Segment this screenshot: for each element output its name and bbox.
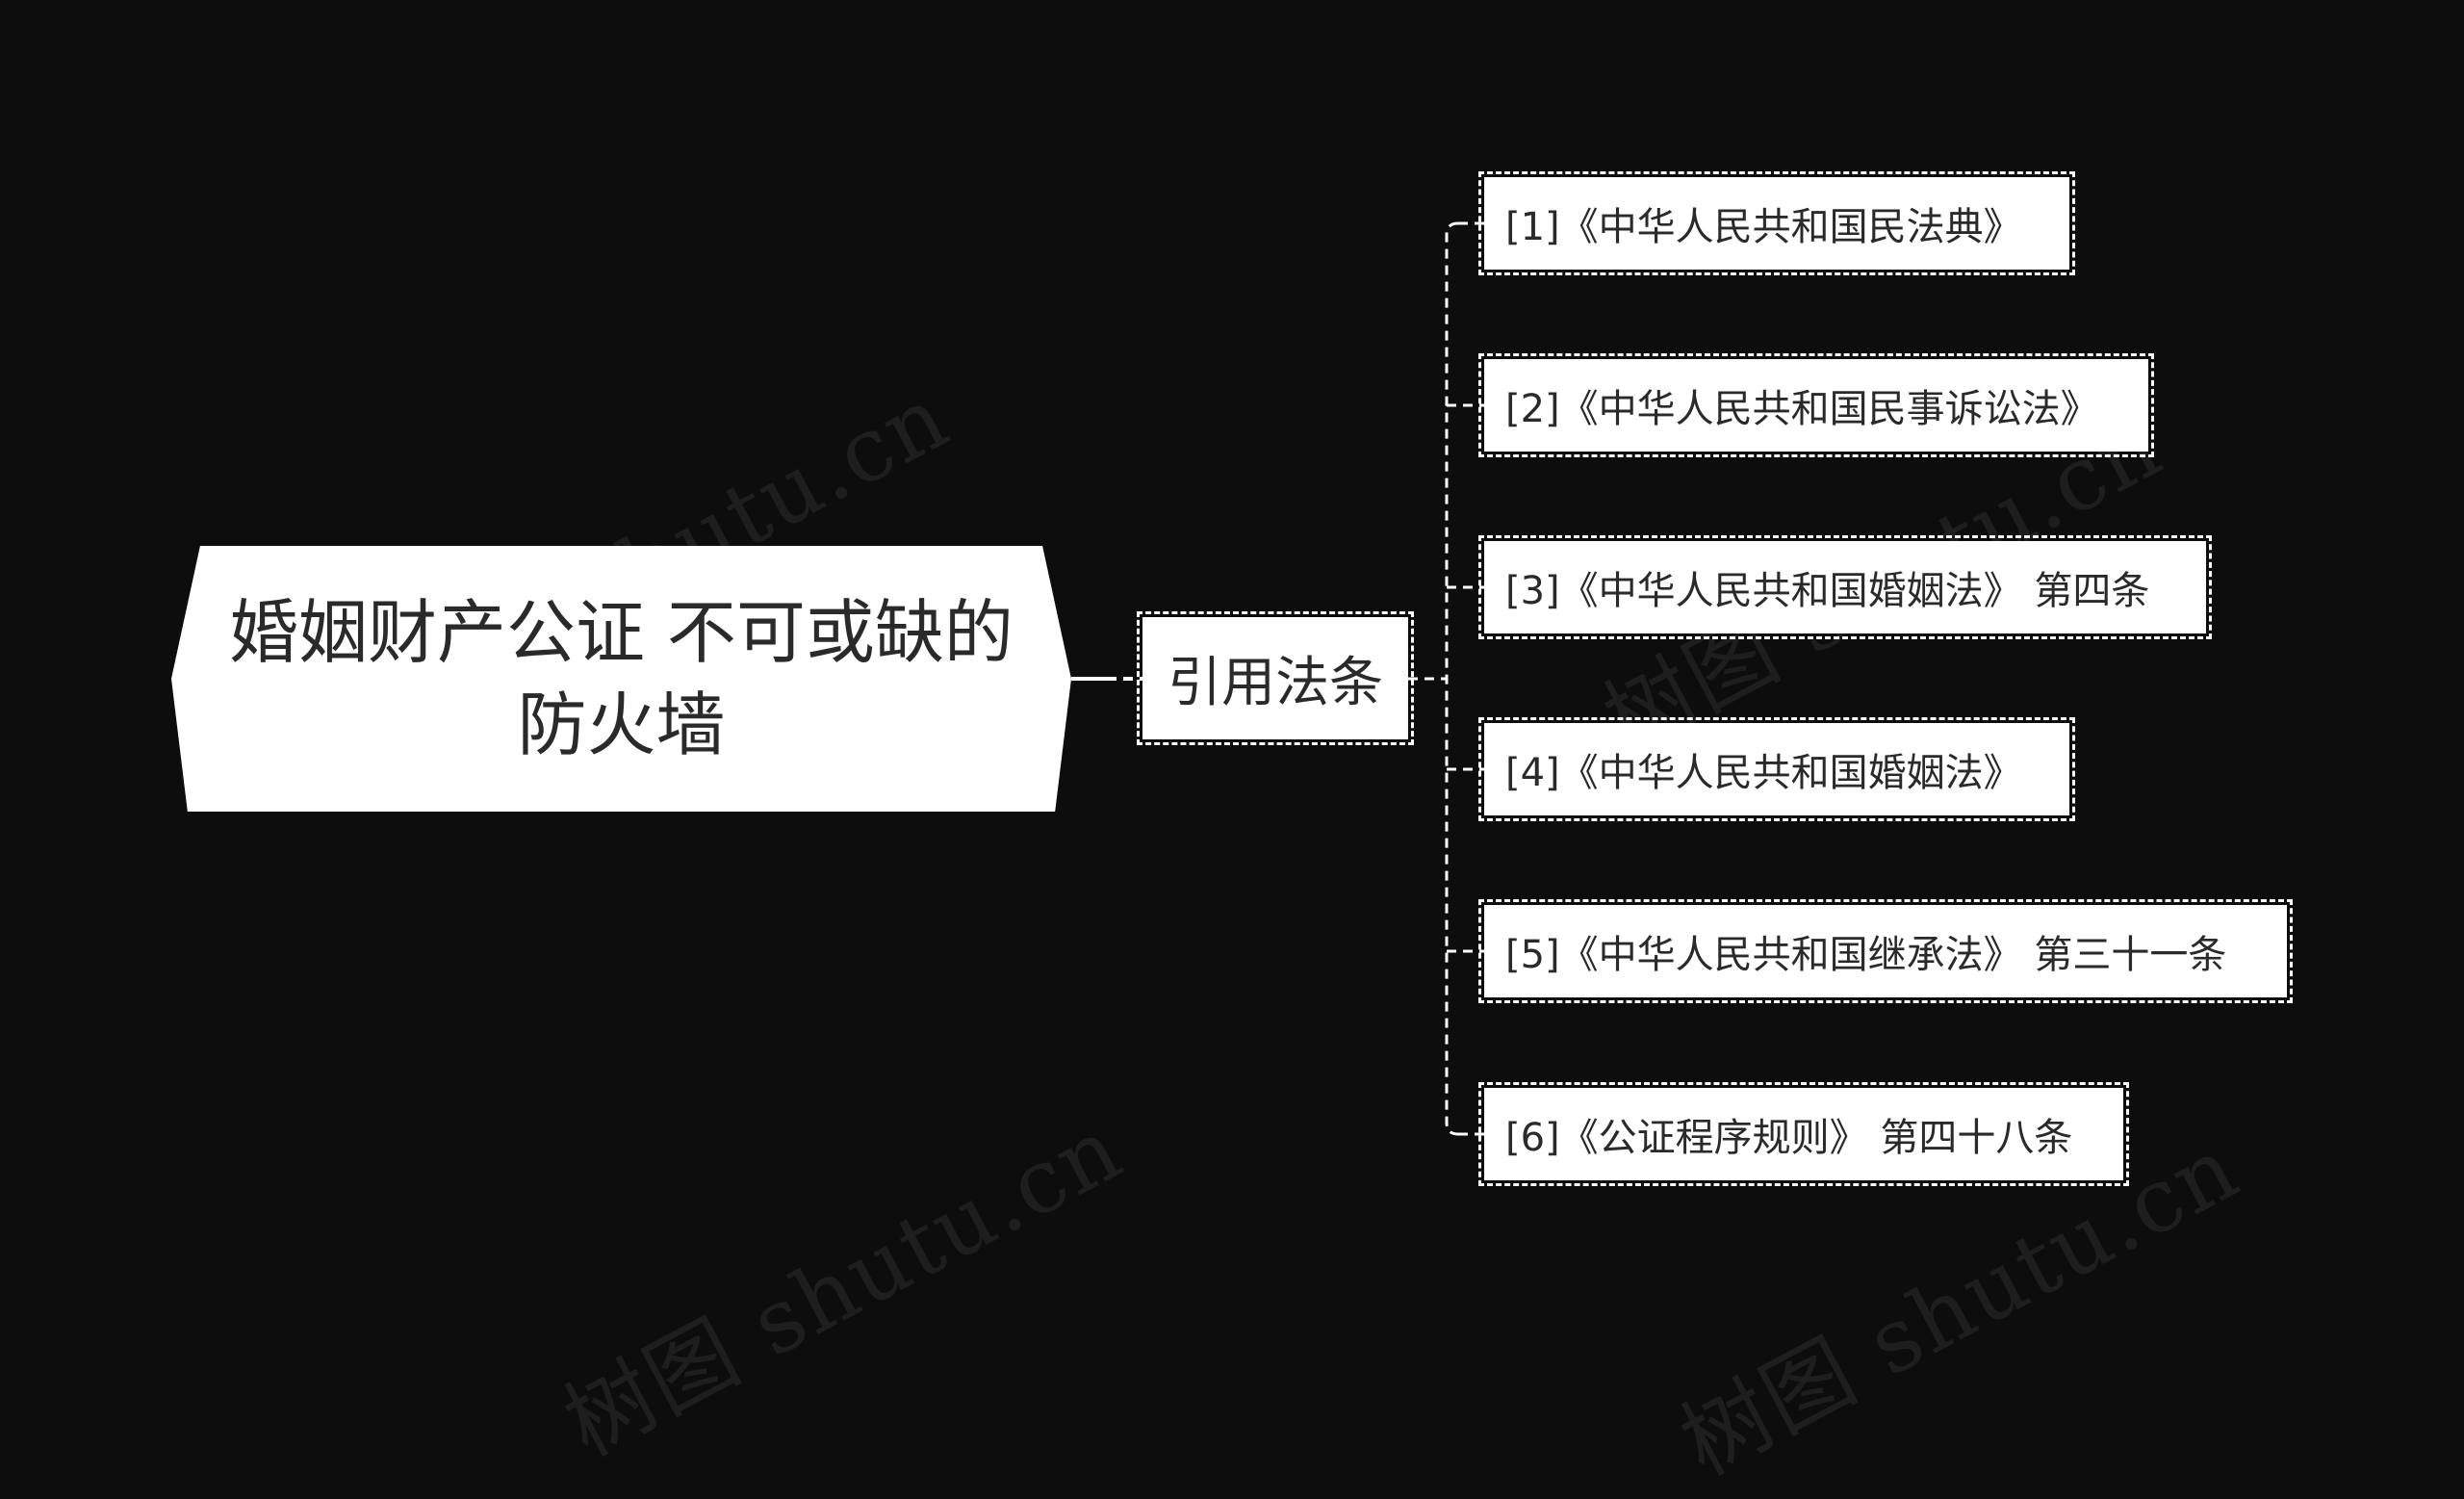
leaf-topic-node[interactable]: [5]《中华人民共和国继承法》 第三十一条	[1478, 899, 2293, 1003]
root-topic-line-2: 防火墙	[517, 685, 726, 765]
root-topic-label: 婚姻财产公证 不可或缺的 防火墙	[208, 586, 1036, 771]
leaf-topic-label: [3]《中华人民共和国婚姻法》 第四条	[1505, 569, 2150, 613]
leaf-topic-label: [5]《中华人民共和国继承法》 第三十一条	[1505, 933, 2227, 977]
mindmap-canvas: 树图 shutu.cn 树图 shutu.cn 树图 shutu.cn 树图 s…	[171, 171, 2293, 1495]
root-topic-node[interactable]: 婚姻财产公证 不可或缺的 防火墙	[171, 546, 1071, 812]
leaf-topic-label: [6]《公证程序规则》 第四十八条	[1505, 1116, 2073, 1160]
leaf-topic-node[interactable]: [3]《中华人民共和国婚姻法》 第四条	[1478, 535, 2212, 639]
leaf-topic-label: [2]《中华人民共和国民事诉讼法》	[1505, 387, 2099, 431]
leaf-topic-node[interactable]: [4]《中华人民共和国婚姻法》	[1478, 717, 2075, 821]
branch-topic-node[interactable]: 引用法条	[1137, 611, 1414, 745]
leaf-topic-node[interactable]: [6]《公证程序规则》 第四十八条	[1478, 1082, 2129, 1186]
leaf-topic-label: [4]《中华人民共和国婚姻法》	[1505, 751, 2022, 795]
root-topic-line-1: 婚姻财产公证 不可或缺的	[229, 592, 1014, 673]
leaf-topic-node[interactable]: [2]《中华人民共和国民事诉讼法》	[1478, 353, 2154, 457]
spine-line	[1445, 221, 1459, 1136]
leaf-topic-label: [1]《中华人民共和国民法典》	[1505, 205, 2022, 249]
leaf-topic-node[interactable]: [1]《中华人民共和国民法典》	[1478, 171, 2075, 275]
connector-lines	[1071, 221, 1484, 1136]
branch-topic-label: 引用法条	[1168, 652, 1383, 714]
